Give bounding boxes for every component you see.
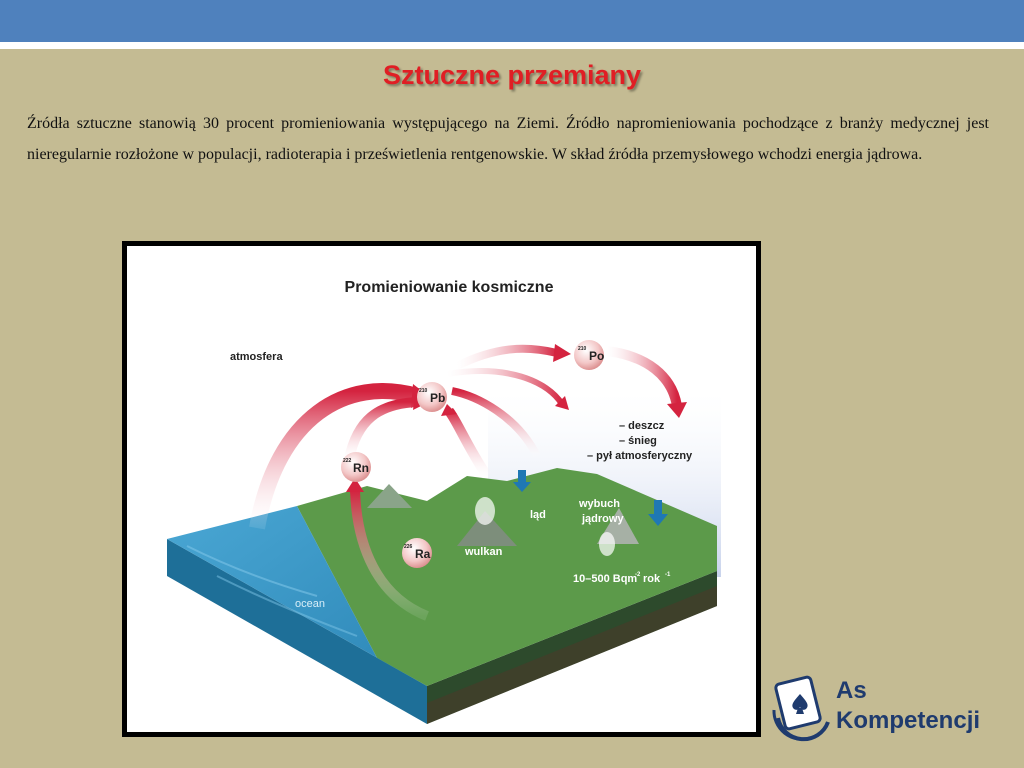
svg-text:-1: -1 xyxy=(665,572,671,578)
explosion-label-1: wybuch xyxy=(578,498,620,510)
svg-text:Pb: Pb xyxy=(430,391,445,405)
terrain-block xyxy=(167,468,717,724)
svg-text:Rn: Rn xyxy=(353,461,369,475)
logo-line-2: Kompetencji xyxy=(836,707,981,734)
slide-title: Sztuczne przemiany xyxy=(382,60,642,90)
svg-text:210: 210 xyxy=(578,346,587,352)
svg-text:10–500 Bqm: 10–500 Bqm xyxy=(573,573,637,585)
precipitation-label-rain: – deszcz xyxy=(619,420,665,432)
svg-text:Ra: Ra xyxy=(415,547,431,561)
isotope-rn: 222 Rn xyxy=(341,452,371,482)
slide-paragraph: Źródła sztuczne stanowią 30 procent prom… xyxy=(27,115,989,163)
top-bar xyxy=(0,0,1024,42)
land-label: ląd xyxy=(530,509,546,521)
atmosphere-label: atmosfera xyxy=(230,351,283,363)
svg-text:rok: rok xyxy=(643,573,661,585)
card-logo-icon xyxy=(772,675,830,742)
logo: As Kompetencji xyxy=(770,672,1010,744)
explosion-label-2: jądrowy xyxy=(581,513,624,525)
isotope-po: 210 Po xyxy=(574,340,604,370)
transfer-arrows xyxy=(249,344,687,621)
ocean-label: ocean xyxy=(295,598,325,610)
svg-text:222: 222 xyxy=(343,458,352,464)
isotope-ra: 226 Ra xyxy=(402,538,432,568)
logo-line-1: As xyxy=(836,677,867,704)
volcano-label: wulkan xyxy=(464,546,503,558)
isotope-pb: 210 Pb xyxy=(417,382,447,412)
top-divider xyxy=(0,42,1024,49)
svg-text:226: 226 xyxy=(404,544,413,550)
svg-text:Po: Po xyxy=(589,349,604,363)
svg-text:-2: -2 xyxy=(635,572,641,578)
radiation-diagram: 210 Po 210 Pb 222 Rn 226 Ra Promieniowan… xyxy=(122,241,761,737)
deposition-label: 10–500 Bqm -2 rok -1 xyxy=(573,572,671,585)
precipitation-label-dust: – pył atmosferyczny xyxy=(587,450,693,462)
figure-title: Promieniowanie kosmiczne xyxy=(345,279,554,296)
logo-text: As Kompetencji xyxy=(836,676,980,736)
svg-text:210: 210 xyxy=(419,388,428,394)
precipitation-arrows xyxy=(513,470,668,526)
precipitation-label-snow: – śnieg xyxy=(619,435,657,447)
